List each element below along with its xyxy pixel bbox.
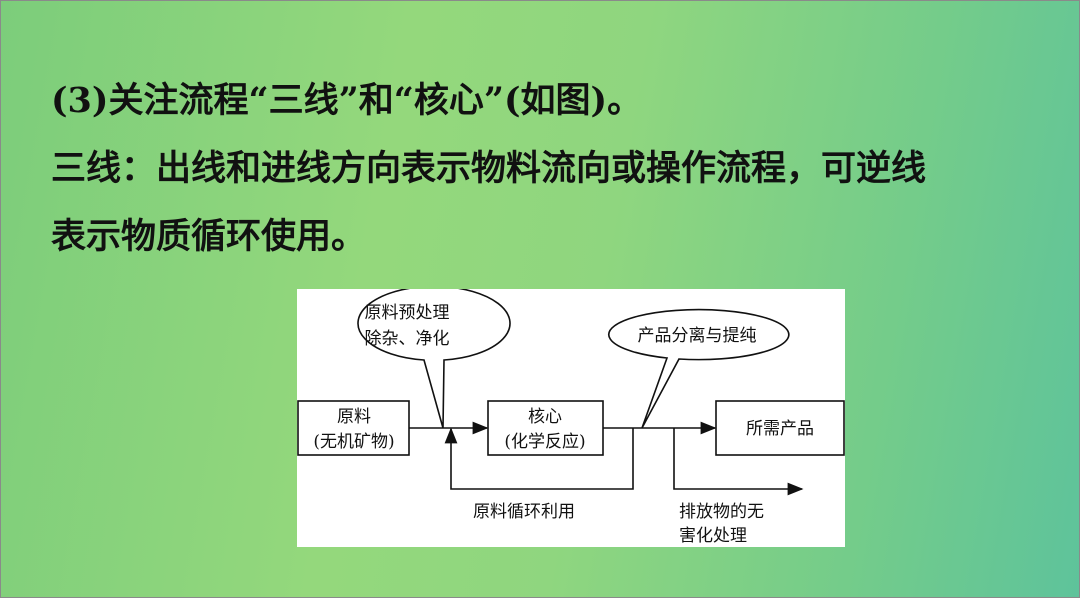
pretreat-label-1: 原料预处理 [365, 303, 450, 323]
core-reaction-box [487, 400, 604, 456]
text-line-1: (3)关注流程“三线”和“核心”(如图)。 [51, 80, 643, 121]
text-line-2: 三线：出线和进线方向表示物料流向或操作流程，可逆线 [51, 148, 927, 189]
separation-label: 产品分离与提纯 [638, 326, 757, 346]
raw-material-box [297, 400, 410, 456]
raw-material-label-2: (无机矿物) [313, 432, 394, 452]
waste-arrow [673, 428, 804, 496]
core-label-2: (化学反应) [504, 432, 585, 452]
separation-bubble [608, 308, 790, 429]
process-flow-diagram: 原料预处理 除杂、净化 产品分离与提纯 原料 (无机矿物) 核心 (化学反应) … [297, 285, 845, 547]
slide-body-text: (3)关注流程“三线”和“核心”(如图)。 三线：出线和进线方向表示物料流向或操… [51, 67, 1041, 271]
product-box [715, 400, 845, 456]
waste-label-2: 害化处理 [679, 526, 747, 546]
flow-svg: 原料预处理 除杂、净化 产品分离与提纯 原料 (无机矿物) 核心 (化学反应) … [297, 285, 845, 546]
text-line-3: 表示物质循环使用。 [51, 216, 367, 257]
core-label-1: 核心 [528, 407, 562, 427]
waste-label-1: 排放物的无 [679, 502, 764, 522]
pretreat-label-2: 除杂、净化 [365, 329, 450, 349]
recycle-arrow [444, 427, 634, 490]
product-label: 所需产品 [746, 419, 814, 439]
raw-material-label-1: 原料 [337, 407, 371, 427]
recycle-label: 原料循环利用 [473, 502, 575, 522]
